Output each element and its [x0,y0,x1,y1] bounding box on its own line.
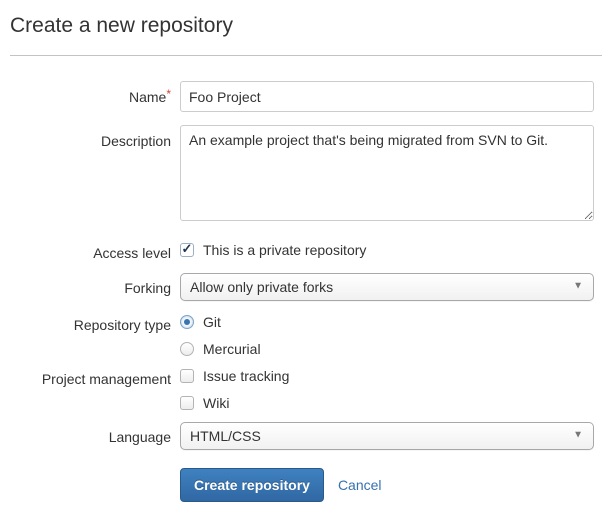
wiki-checkbox[interactable] [180,396,194,411]
dropdown-arrow-icon: ▼ [573,280,583,292]
mercurial-radio-label: Mercurial [203,341,261,358]
language-selected-value: HTML/CSS [190,428,261,445]
name-row: Name* [10,81,602,112]
description-textarea[interactable]: An example project that's being migrated… [180,125,594,221]
issue-tracking-checkbox[interactable] [180,369,194,384]
wiki-option: Wiki [180,395,594,411]
issue-tracking-option: Issue tracking [180,368,594,384]
repository-type-row: Repository type Git Mercurial [10,314,602,357]
dropdown-arrow-icon: ▼ [573,429,583,441]
git-radio[interactable] [180,315,194,330]
language-row: Language HTML/CSS ▼ [10,422,602,451]
create-repository-page: Create a new repository Name* Descriptio… [10,14,602,503]
description-row: Description An example project that's be… [10,125,602,226]
forking-selected-value: Allow only private forks [190,279,334,296]
private-repository-label: This is a private repository [203,242,367,258]
issue-tracking-label: Issue tracking [203,368,290,385]
required-asterisk: * [166,87,171,101]
repository-type-option-git: Git [180,314,594,330]
git-radio-label: Git [203,314,221,331]
language-label: Language [108,429,171,446]
checkmark-icon: ✓ [181,241,193,256]
forking-label: Forking [124,280,171,297]
cancel-link[interactable]: Cancel [337,477,382,494]
language-select[interactable]: HTML/CSS ▼ [180,422,594,451]
repository-type-label: Repository type [73,317,171,334]
forking-row: Forking Allow only private forks ▼ [10,273,602,302]
radio-dot [184,319,190,326]
project-management-row: Project management Issue tracking Wiki [10,368,602,411]
access-level-label: Access level [93,245,171,261]
create-repository-button[interactable]: Create repository [180,468,324,503]
form-actions: Create repository Cancel [10,468,602,503]
name-label: Name* [128,87,171,105]
project-management-label: Project management [41,371,171,388]
name-input[interactable] [180,81,594,112]
mercurial-radio[interactable] [180,342,194,357]
forking-select[interactable]: Allow only private forks ▼ [180,273,594,302]
repository-type-option-mercurial: Mercurial [180,341,594,357]
description-label: Description [100,133,171,149]
wiki-label: Wiki [203,395,230,412]
private-repository-checkbox[interactable]: ✓ [180,241,194,257]
access-level-row: Access level ✓ This is a private reposit… [10,242,602,262]
page-title: Create a new repository [10,14,233,37]
title-divider [10,55,602,56]
